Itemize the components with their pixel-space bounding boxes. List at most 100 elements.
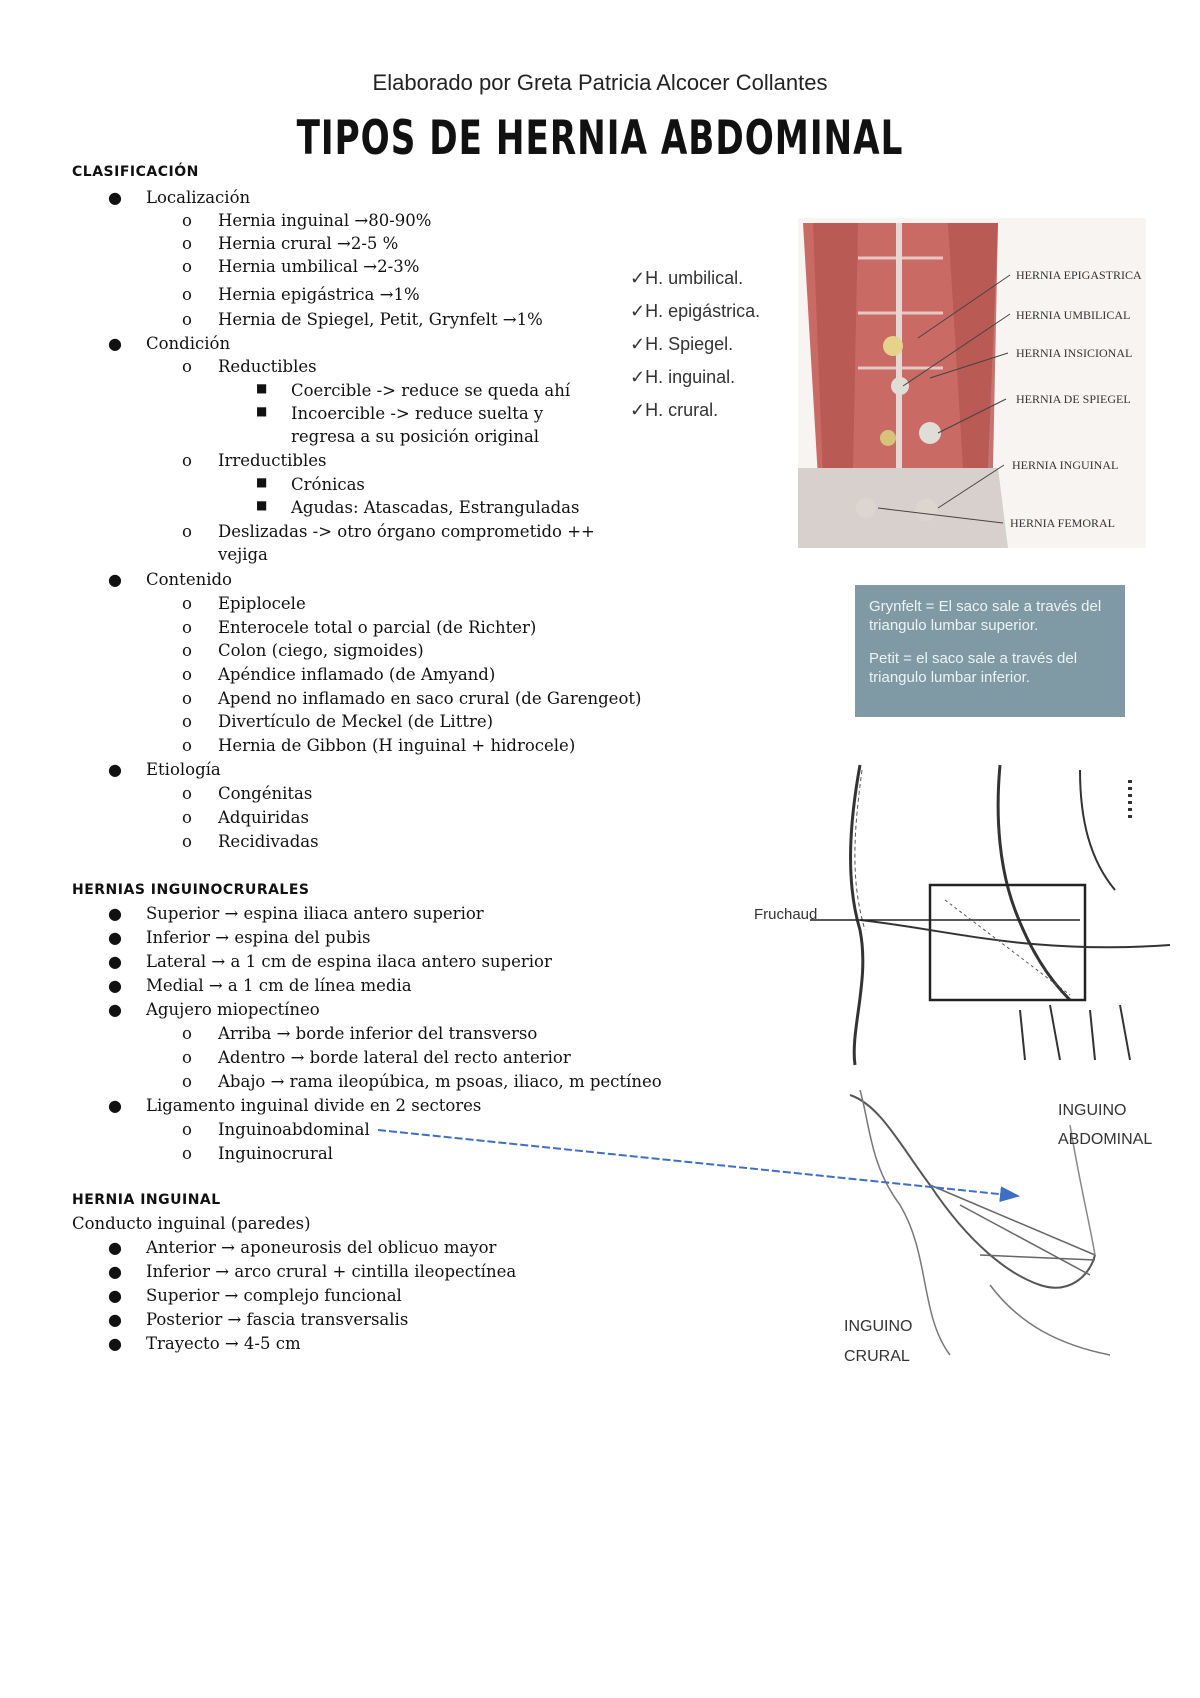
list-item: Inferior → espina del pubis [146, 928, 371, 947]
abdominal-hernia-figure: HERNIA EPIGASTRICA HERNIA UMBILICAL HERN… [798, 218, 1146, 548]
list-item: Crónicas [291, 475, 365, 494]
section-heading-clasificacion: CLASIFICACIÓN [72, 164, 199, 180]
bullet-icon: ■ [256, 404, 268, 418]
list-item: Anterior → aponeurosis del oblicuo mayor [146, 1238, 497, 1257]
bullet-icon: o [182, 689, 192, 708]
list-item: Apéndice inflamado (de Amyand) [218, 665, 496, 684]
section-heading-hernia-inguinal: HERNIA INGUINAL [72, 1192, 221, 1208]
list-item: Enterocele total o parcial (de Richter) [218, 618, 537, 637]
bullet-icon: o [182, 285, 192, 304]
bullet-icon: ■ [256, 475, 268, 489]
figure-label: HERNIA UMBILICAL [1016, 308, 1131, 322]
list-item: Congénitas [218, 784, 313, 803]
list-item: Agudas: Atascadas, Estranguladas [291, 498, 580, 517]
figure-label: INGUINO [844, 1318, 913, 1335]
list-item: Abajo → rama ileopúbica, m psoas, iliaco… [218, 1072, 662, 1091]
list-item: Condición [146, 334, 231, 353]
list-item: Inguinoabdominal [218, 1120, 370, 1139]
figure-label: HERNIA FEMORAL [1010, 516, 1116, 530]
bullet-icon: o [182, 594, 192, 613]
list-item: Inferior → arco crural + cintilla ileope… [146, 1262, 517, 1281]
bullet-icon: ● [108, 904, 122, 923]
inguinal-sectors-figure [849, 1089, 1111, 1356]
bullet-icon: o [182, 784, 192, 803]
figure-label: HERNIA EPIGASTRICA [1016, 268, 1142, 282]
list-item: Apend no inflamado en saco crural (de Ga… [218, 689, 642, 708]
bullet-icon: ● [108, 188, 122, 207]
bullet-icon: ● [108, 1096, 122, 1115]
fruchaud-figure [810, 764, 1171, 1066]
check-icon: ✓ [630, 301, 646, 321]
list-item: Coercible -> reduce se queda ahí [291, 381, 571, 400]
list-item: Hernia crural →2-5 % [218, 234, 399, 253]
list-item: Deslizadas -> otro órgano comprometido +… [218, 522, 595, 541]
list-item: Medial → a 1 cm de línea media [146, 976, 412, 995]
bullet-icon: o [182, 257, 192, 276]
list-item: Divertículo de Meckel (de Littre) [218, 712, 494, 731]
bullet-icon: ■ [256, 381, 268, 395]
list-item: vejiga [218, 545, 268, 564]
bullet-icon: o [182, 736, 192, 755]
list-item: Epiplocele [218, 594, 306, 613]
bullet-icon: o [182, 1024, 192, 1043]
bullet-icon: ● [108, 1310, 122, 1329]
bullet-icon: ● [108, 570, 122, 589]
bullet-icon: o [182, 665, 192, 684]
petit-note: Petit = el saco sale a través del triang… [869, 650, 1078, 686]
checklist-item: ✓H. crural. [630, 400, 719, 420]
bullet-icon: ● [108, 1000, 122, 1019]
abdomen-illustration [798, 223, 1011, 548]
figure-label: CRURAL [844, 1348, 910, 1365]
bullet-icon: o [182, 1120, 192, 1139]
bullet-icon: o [182, 1144, 192, 1163]
bullet-icon: ● [108, 1238, 122, 1257]
checklist-item: ✓H. Spiegel. [630, 334, 734, 354]
check-icon: ✓ [630, 367, 646, 387]
list-item: Hernia umbilical →2-3% [218, 257, 420, 276]
list-item: Irreductibles [218, 451, 327, 470]
fruchaud-label: Fruchaud [754, 906, 818, 923]
bullet-icon: ■ [256, 498, 268, 512]
figure-label: HERNIA INGUINAL [1012, 458, 1119, 472]
bullet-icon: o [182, 618, 192, 637]
bullet-icon: o [182, 832, 192, 851]
list-item: Hernia de Spiegel, Petit, Grynfelt →1% [218, 310, 543, 329]
list-item: Adquiridas [218, 808, 309, 827]
page-title: TIPOS DE HERNIA ABDOMINAL [296, 110, 904, 165]
bullet-icon: o [182, 1048, 192, 1067]
section-heading-inguinocrurales: HERNIAS INGUINOCRURALES [72, 882, 310, 898]
bullet-icon: o [182, 1072, 192, 1091]
bullet-icon: ● [108, 976, 122, 995]
list-item: Inguinocrural [218, 1144, 333, 1163]
list-item: Trayecto → 4-5 cm [146, 1334, 301, 1353]
list-item: Incoercible -> reduce suelta y [291, 404, 544, 423]
list-item: Etiología [146, 760, 221, 779]
bullet-icon: ● [108, 952, 122, 971]
bullet-icon: ● [108, 760, 122, 779]
list-item: Agujero miopectíneo [146, 1000, 320, 1019]
list-item: Superior → espina iliaca antero superior [146, 904, 484, 923]
bullet-icon: ● [108, 1286, 122, 1305]
bullet-icon: o [182, 808, 192, 827]
list-item: Ligamento inguinal divide en 2 sectores [146, 1096, 482, 1115]
author-line: Elaborado por Greta Patricia Alcocer Col… [372, 70, 828, 95]
list-item: Reductibles [218, 357, 317, 376]
checklist-item: ✓H. epigástrica. [630, 301, 761, 321]
check-icon: ✓ [630, 334, 646, 354]
list-item: regresa a su posición original [291, 427, 540, 446]
list-item: Colon (ciego, sigmoides) [218, 641, 424, 660]
figure-label: HERNIA INSICIONAL [1016, 346, 1133, 360]
bullet-icon: o [182, 357, 192, 376]
check-icon: ✓ [630, 268, 646, 288]
list-item: Localización [146, 188, 251, 207]
bullet-icon: o [182, 522, 192, 541]
list-item: Lateral → a 1 cm de espina ilaca antero … [146, 952, 552, 971]
figure-label: INGUINO [1058, 1102, 1127, 1119]
checklist-item: ✓H. umbilical. [630, 268, 744, 288]
figure-label: ABDOMINAL [1058, 1131, 1153, 1148]
list-item: Hernia inguinal →80-90% [218, 211, 432, 230]
grynfelt-note: Grynfelt = El saco sale a través del tri… [869, 598, 1102, 634]
subheading: Conducto inguinal (paredes) [72, 1214, 311, 1233]
figure-label: HERNIA DE SPIEGEL [1016, 392, 1131, 406]
